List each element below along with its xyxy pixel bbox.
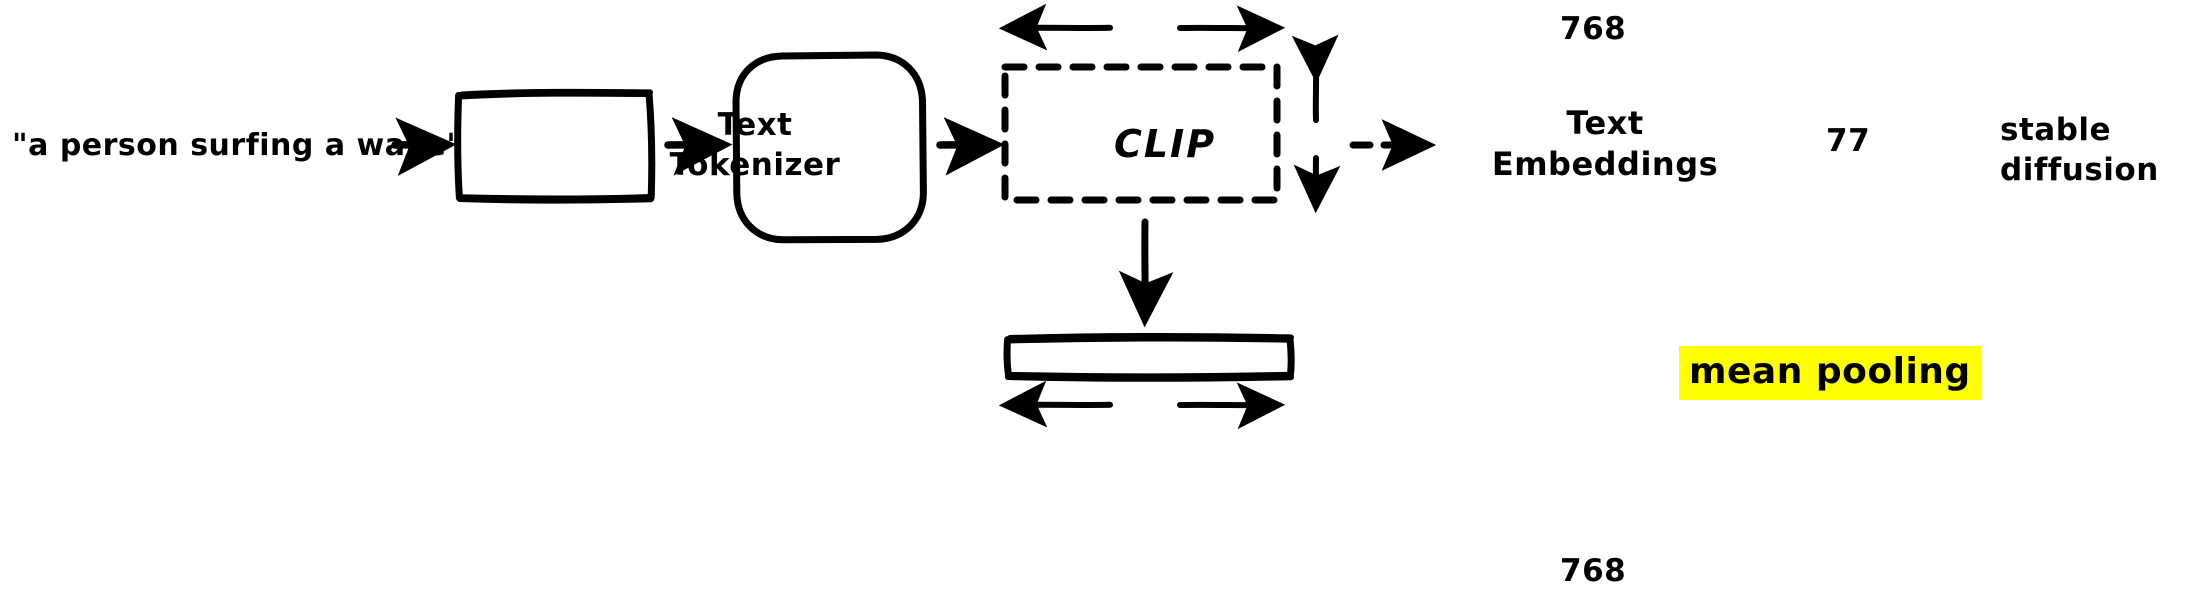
stable-diffusion-line-1: stable <box>2000 112 2112 149</box>
embeddings-line-1: Text <box>1566 104 1644 143</box>
tokenizer-box <box>454 88 656 204</box>
text-embeddings-box <box>1001 63 1281 204</box>
dimension-label-768-top: 768 <box>1560 11 1627 47</box>
pooled-vector-bar <box>1003 333 1295 382</box>
stable-diffusion-line-2: diffusion <box>2000 152 2159 188</box>
text-tokenizer-label: Text Tokenizer <box>655 100 855 192</box>
embeddings-line-2: Embeddings <box>1491 145 1719 183</box>
clip-label: CLIP <box>1113 121 1217 166</box>
stable-diffusion-label: stable diffusion <box>2000 105 2180 197</box>
text-embeddings-label: Text Embeddings <box>1425 96 1785 192</box>
tokenizer-line-2: Tokenizer <box>669 147 841 183</box>
clip-box <box>732 51 927 244</box>
dimension-label-768-bottom: 768 <box>1560 553 1627 589</box>
dimension-label-77: 77 <box>1826 123 1871 159</box>
mean-pooling-highlight-label: mean pooling <box>1679 346 1981 400</box>
prompt-text: "a person surfing a wave" <box>12 127 463 163</box>
tokenizer-line-1: Text <box>717 107 793 144</box>
